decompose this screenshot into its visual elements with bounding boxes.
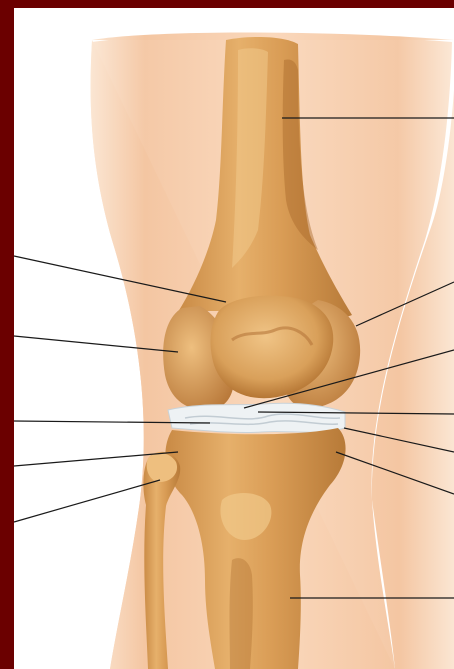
tibia-shadow xyxy=(230,558,253,669)
frame-top xyxy=(0,0,454,8)
frame-left xyxy=(0,0,14,669)
